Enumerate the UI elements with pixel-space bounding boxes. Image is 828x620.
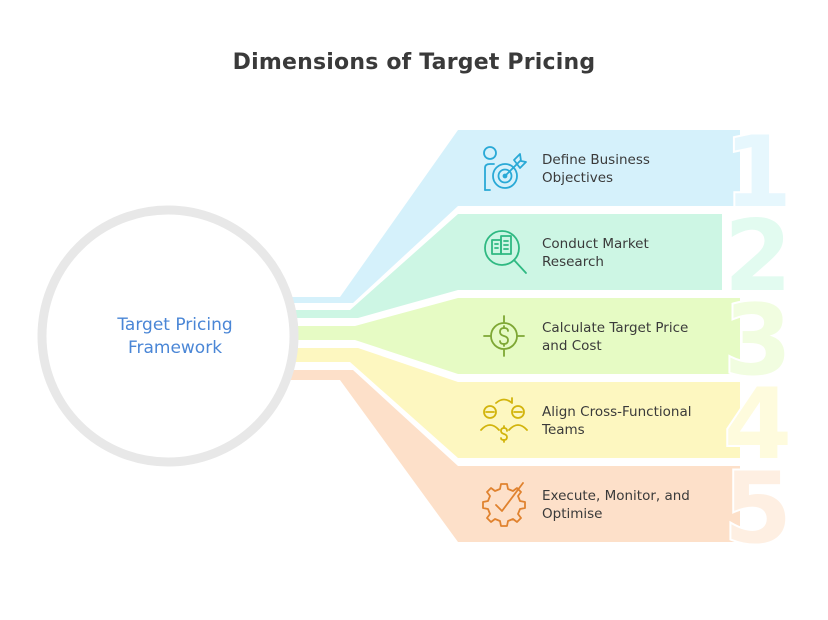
center-label-line1: Target Pricing [117, 315, 233, 335]
ribbon-5 [290, 370, 740, 542]
step-1-text: Define Business Objectives [542, 151, 742, 187]
step-number-5: 5 [724, 452, 792, 566]
step-3-line2: and Cost [542, 338, 602, 354]
step-number-1: 1 [724, 116, 792, 230]
step-2-line2: Research [542, 254, 604, 270]
step-2-text: Conduct Market Research [542, 235, 742, 271]
step-5-line1: Execute, Monitor, and [542, 488, 690, 504]
step-5-text: Execute, Monitor, and Optimise [542, 487, 742, 523]
step-number-4: 4 [724, 368, 792, 482]
step-4-line2: Teams [542, 422, 585, 438]
ribbon-3 [290, 298, 740, 374]
ribbon-4 [290, 348, 740, 458]
dollar-target-icon [483, 315, 525, 357]
step-4-line1: Align Cross-Functional [542, 404, 692, 420]
ribbon-2 [290, 214, 722, 318]
step-4-text: Align Cross-Functional Teams [542, 403, 742, 439]
step-2-line1: Conduct Market [542, 236, 649, 252]
step-3-text: Calculate Target Price and Cost [542, 319, 742, 355]
building-magnifier-icon [484, 230, 527, 274]
step-3-line1: Calculate Target Price [542, 320, 689, 336]
step-5-line2: Optimise [542, 506, 603, 522]
center-label: Target Pricing Framework [60, 314, 290, 360]
center-label-line2: Framework [127, 338, 223, 358]
team-exchange-icon [480, 397, 528, 443]
step-1-line1: Define Business [542, 152, 650, 168]
framework-circle [37, 205, 299, 467]
step-number-3: 3 [724, 284, 792, 398]
ribbon-1 [290, 130, 740, 303]
person-target-icon [483, 146, 527, 191]
diagram-title: Dimensions of Target Pricing [232, 50, 596, 75]
step-1-line2: Objectives [542, 170, 614, 186]
step-number-2: 2 [724, 200, 792, 314]
gear-check-icon [482, 482, 526, 527]
